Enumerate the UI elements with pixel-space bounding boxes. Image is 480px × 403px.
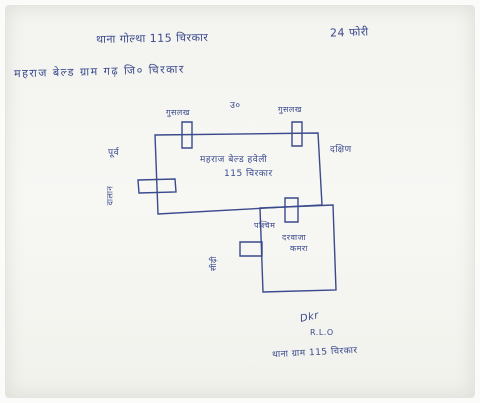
left-side-box-outline — [137, 178, 177, 194]
left-side-box-label: दालान — [105, 185, 115, 206]
notebook-paper — [6, 6, 474, 397]
direction-north: उ० — [230, 101, 241, 111]
stairs-label: सीढ़ी — [209, 255, 219, 272]
signature-line2: R.L.O — [310, 328, 334, 337]
top-left-box-outline — [181, 121, 193, 149]
lower-room-label-line1: दरवाजा — [282, 233, 307, 242]
center-label-line1: महराज बेल्ड हवेली — [200, 155, 268, 165]
lower-room-outline — [259, 204, 337, 293]
lower-room-label-line2: कमरा — [290, 244, 308, 253]
lower-room-inner-box — [284, 197, 299, 223]
direction-east: पूर्व — [108, 148, 120, 158]
direction-south: दक्षिण — [330, 145, 352, 155]
top-right-box-outline — [291, 121, 303, 147]
stairs-box-outline — [239, 241, 263, 257]
center-label-line2: 115 चिरकार — [224, 169, 273, 179]
top-left-box-label: गुसलख — [166, 108, 190, 117]
direction-west: पश्चिम — [254, 221, 276, 230]
top-right-box-label: गुसलख — [278, 105, 302, 114]
